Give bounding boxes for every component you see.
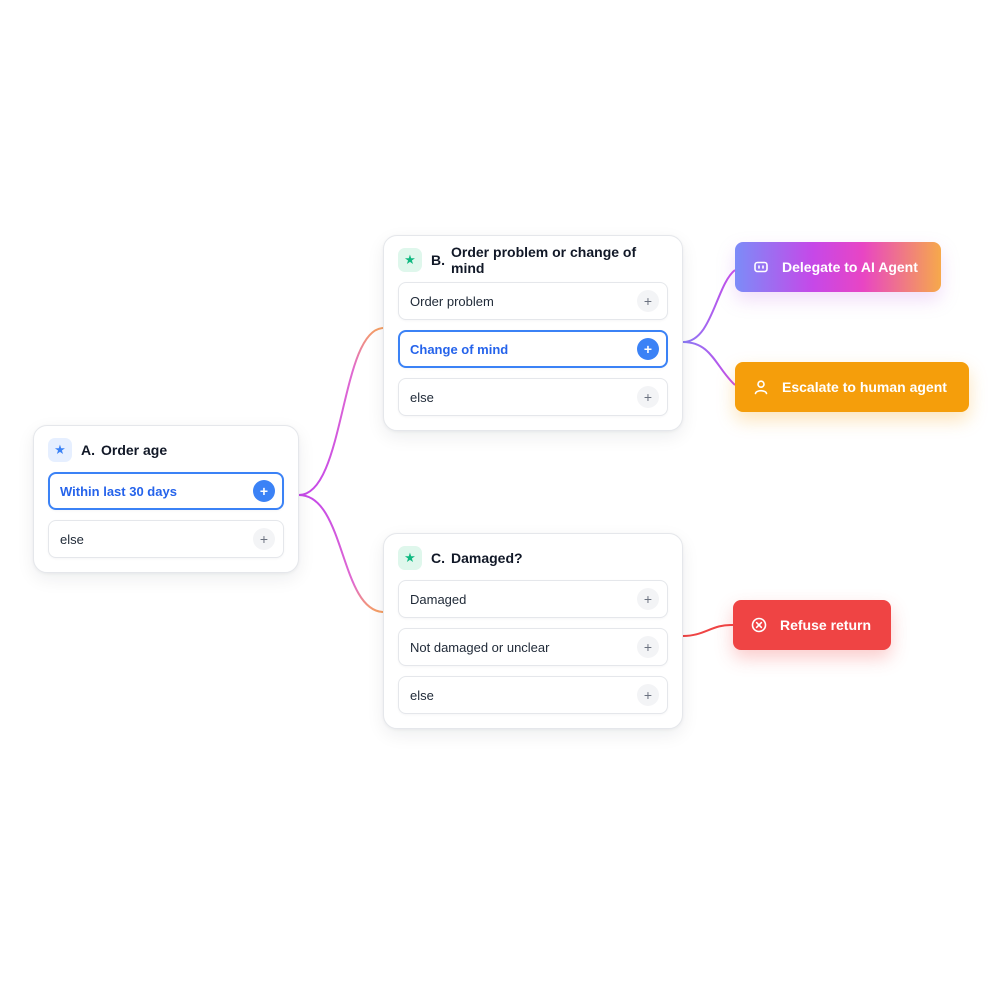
- action-refuse-return[interactable]: Refuse return: [733, 600, 891, 650]
- action-label: Delegate to AI Agent: [782, 259, 918, 275]
- node-header: ★ A. Order age: [48, 438, 284, 462]
- plus-icon[interactable]: +: [637, 636, 659, 658]
- option-label: else: [410, 389, 434, 405]
- robot-icon: [752, 258, 770, 276]
- node-card-order-problem-or-change-of-mind[interactable]: ★ B. Order problem or change of mind Ord…: [383, 235, 683, 431]
- option-label: Damaged: [410, 591, 467, 607]
- node-title: Order age: [101, 442, 168, 458]
- option-label: Change of mind: [410, 341, 509, 357]
- plus-icon[interactable]: +: [637, 684, 659, 706]
- plus-icon[interactable]: +: [637, 588, 659, 610]
- connector-b-to-escalate: [682, 341, 736, 386]
- user-icon: [752, 378, 770, 396]
- node-letter: B.: [431, 252, 445, 268]
- option-else[interactable]: else +: [398, 378, 668, 416]
- option-label: else: [60, 531, 84, 547]
- node-header: ★ C. Damaged?: [398, 546, 668, 570]
- x-circle-icon: [750, 616, 768, 634]
- node-title: Order problem or change of mind: [451, 244, 637, 276]
- node-card-damaged[interactable]: ★ C. Damaged? Damaged + Not damaged or u…: [383, 533, 683, 729]
- option-not-damaged-or-unclear[interactable]: Not damaged or unclear +: [398, 628, 668, 666]
- plus-icon[interactable]: +: [637, 338, 659, 360]
- plus-icon[interactable]: +: [253, 480, 275, 502]
- plus-icon[interactable]: +: [637, 290, 659, 312]
- option-else[interactable]: else +: [398, 676, 668, 714]
- action-label: Refuse return: [780, 617, 872, 633]
- node-letter: C.: [431, 550, 445, 566]
- option-else[interactable]: else +: [48, 520, 284, 558]
- star-icon: ★: [48, 438, 72, 462]
- node-card-order-age[interactable]: ★ A. Order age Within last 30 days + els…: [33, 425, 299, 573]
- connector-c-to-refuse: [682, 623, 734, 637]
- plus-icon[interactable]: +: [253, 528, 275, 550]
- option-label: Within last 30 days: [60, 483, 177, 499]
- node-header: ★ B. Order problem or change of mind: [398, 244, 668, 276]
- option-within-last-30-days[interactable]: Within last 30 days +: [48, 472, 284, 510]
- node-letter: A.: [81, 442, 95, 458]
- option-damaged[interactable]: Damaged +: [398, 580, 668, 618]
- option-order-problem[interactable]: Order problem +: [398, 282, 668, 320]
- plus-icon[interactable]: +: [637, 386, 659, 408]
- action-label: Escalate to human agent: [782, 379, 947, 395]
- option-change-of-mind[interactable]: Change of mind +: [398, 330, 668, 368]
- option-label: Not damaged or unclear: [410, 639, 550, 655]
- node-title: Damaged?: [451, 550, 523, 566]
- option-label: Order problem: [410, 293, 494, 309]
- connector-a-to-b: [298, 327, 384, 496]
- star-icon: ★: [398, 248, 422, 272]
- action-escalate-to-human-agent[interactable]: Escalate to human agent: [735, 362, 969, 412]
- action-delegate-to-ai-agent[interactable]: Delegate to AI Agent: [735, 242, 941, 292]
- star-icon: ★: [398, 546, 422, 570]
- connector-a-to-c: [298, 494, 384, 613]
- connector-b-to-delegate: [682, 269, 736, 343]
- option-label: else: [410, 687, 434, 703]
